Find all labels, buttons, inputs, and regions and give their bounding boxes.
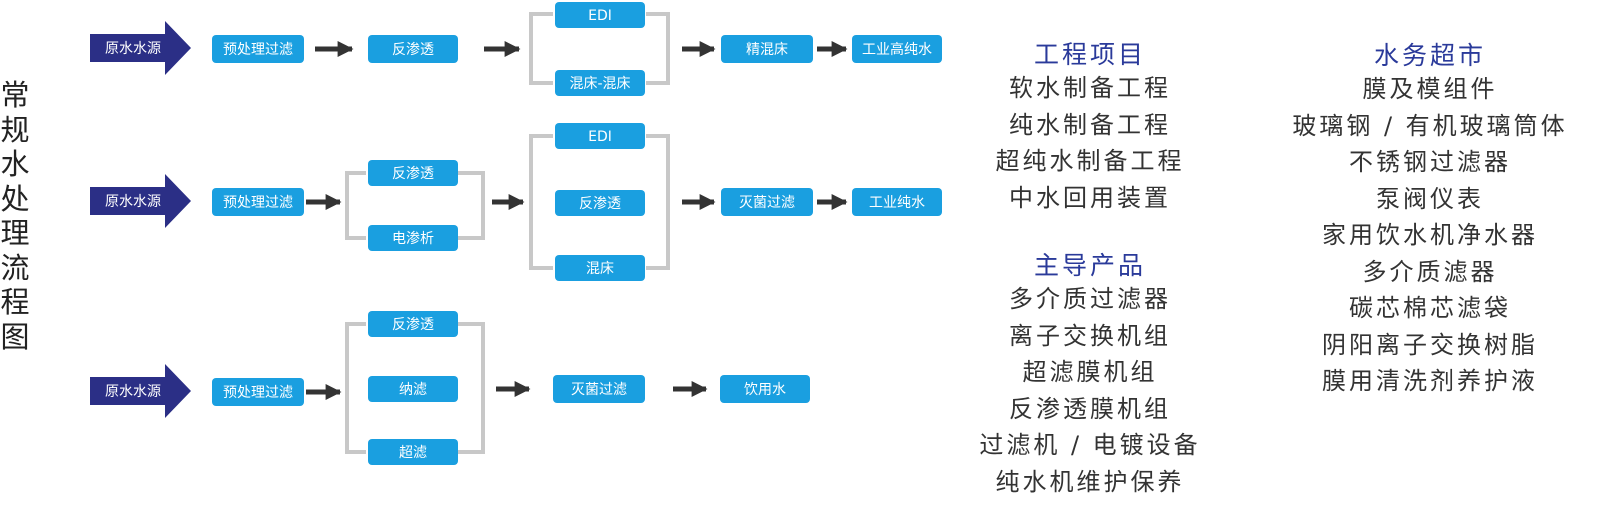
market-item: 膜及模组件 bbox=[1362, 75, 1498, 103]
projects-item: 软水制备工程 bbox=[1009, 74, 1171, 102]
market-item: 家用饮水机净水器 bbox=[1322, 221, 1538, 249]
svg-text:EDI: EDI bbox=[588, 8, 612, 24]
flow3-node-steril: 灭菌过滤 bbox=[553, 375, 645, 403]
flow2-bracket-b bbox=[529, 134, 670, 270]
vertical-title: 常规水处理流程图 bbox=[0, 78, 30, 354]
svg-text:超滤: 超滤 bbox=[399, 445, 427, 461]
flow3-node-uf: 超滤 bbox=[368, 439, 458, 465]
market-item: 玻璃钢 / 有机玻璃筒体 bbox=[1292, 111, 1568, 140]
flow2-source-arrow: 原水水源 bbox=[90, 174, 191, 228]
flow1-node-edi: EDI bbox=[555, 2, 645, 28]
flow3-source-label: 原水水源 bbox=[105, 384, 161, 400]
products-item: 多介质过滤器 bbox=[1009, 285, 1171, 313]
products-item: 纯水机维护保养 bbox=[995, 467, 1185, 496]
flow1-node-output: 工业高纯水 bbox=[852, 35, 942, 63]
svg-text:工业纯水: 工业纯水 bbox=[869, 195, 925, 211]
market-item: 碳芯棉芯滤袋 bbox=[1349, 294, 1511, 322]
flow3-node-ro: 反渗透 bbox=[368, 311, 458, 337]
flow2-node-ro: 反渗透 bbox=[368, 160, 458, 186]
svg-text:预处理过滤: 预处理过滤 bbox=[223, 385, 293, 401]
flow2-source-label: 原水水源 bbox=[105, 194, 161, 210]
flow2-bracket-a bbox=[345, 171, 485, 240]
flow2-node-output: 工业纯水 bbox=[852, 188, 942, 216]
flow2-node-mixbed: 混床 bbox=[555, 255, 645, 281]
products-column: 主导产品 多介质过滤器 离子交换机组 超滤膜机组 反渗透膜机组 过滤机 / 电镀… bbox=[945, 251, 1235, 500]
svg-text:灭菌过滤: 灭菌过滤 bbox=[571, 382, 627, 398]
projects-item: 超纯水制备工程 bbox=[995, 147, 1185, 175]
svg-text:预处理过滤: 预处理过滤 bbox=[223, 42, 293, 58]
market-item: 多介质滤器 bbox=[1362, 257, 1498, 286]
svg-text:预处理过滤: 预处理过滤 bbox=[223, 195, 293, 211]
flow2-node-edi: EDI bbox=[555, 123, 645, 149]
svg-text:混床-混床: 混床-混床 bbox=[569, 76, 630, 92]
projects-item: 纯水制备工程 bbox=[1009, 110, 1171, 139]
flow1-node-pretreat: 预处理过滤 bbox=[212, 35, 304, 63]
projects-column: 工程项目 软水制备工程 纯水制备工程 超纯水制备工程 中水回用装置 bbox=[960, 40, 1220, 216]
flow1-source-label: 原水水源 bbox=[105, 41, 161, 57]
svg-text:工业高纯水: 工业高纯水 bbox=[862, 41, 932, 58]
svg-text:EDI: EDI bbox=[588, 129, 612, 145]
flow2-node-pretreat: 预处理过滤 bbox=[212, 188, 304, 216]
projects-heading: 工程项目 bbox=[1033, 40, 1146, 69]
flow3-source-arrow: 原水水源 bbox=[90, 364, 191, 418]
products-item: 离子交换机组 bbox=[1009, 321, 1171, 350]
svg-text:反渗透: 反渗透 bbox=[392, 42, 434, 58]
svg-text:精混床: 精混床 bbox=[746, 42, 788, 58]
products-heading: 主导产品 bbox=[1033, 251, 1146, 280]
flow1-node-ro: 反渗透 bbox=[368, 35, 458, 63]
flow3-node-pretreat: 预处理过滤 bbox=[212, 378, 304, 406]
svg-text:饮用水: 饮用水 bbox=[744, 382, 786, 398]
flow1-source-arrow: 原水水源 bbox=[90, 21, 191, 75]
flow2-node-ed: 电渗析 bbox=[368, 225, 458, 251]
products-item: 超滤膜机组 bbox=[1022, 358, 1158, 386]
flow1-node-polish: 精混床 bbox=[721, 35, 813, 63]
flow2-node-steril: 灭菌过滤 bbox=[721, 188, 813, 216]
market-column: 水务超市 膜及模组件 玻璃钢 / 有机玻璃筒体 不锈钢过滤器 泵阀仪表 家用饮水… bbox=[1280, 41, 1580, 400]
market-item: 泵阀仪表 bbox=[1376, 184, 1484, 213]
svg-text:电渗析: 电渗析 bbox=[392, 231, 434, 247]
svg-text:纳滤: 纳滤 bbox=[399, 382, 427, 398]
flow3-node-nf: 纳滤 bbox=[368, 376, 458, 402]
market-item: 不锈钢过滤器 bbox=[1349, 148, 1511, 176]
flow1-node-mixbed: 混床-混床 bbox=[555, 70, 645, 96]
market-item: 阴阳离子交换树脂 bbox=[1322, 330, 1538, 359]
market-item: 膜用清洗剂养护液 bbox=[1322, 367, 1538, 395]
products-item: 反渗透膜机组 bbox=[1009, 394, 1171, 423]
flow3-bracket bbox=[345, 322, 485, 454]
svg-text:反渗透: 反渗透 bbox=[392, 166, 434, 182]
svg-text:混床: 混床 bbox=[586, 261, 614, 277]
svg-text:反渗透: 反渗透 bbox=[579, 196, 621, 212]
products-item: 过滤机 / 电镀设备 bbox=[979, 431, 1201, 459]
flow3-node-output: 饮用水 bbox=[720, 375, 810, 403]
flow1-bracket bbox=[529, 12, 670, 85]
svg-text:反渗透: 反渗透 bbox=[392, 317, 434, 333]
svg-text:灭菌过滤: 灭菌过滤 bbox=[739, 195, 795, 211]
flow-diagram: 原水水源 预处理过滤 反渗透 EDI 混床-混床 精混床 工业高纯水 原水水源 … bbox=[90, 2, 942, 465]
market-heading: 水务超市 bbox=[1373, 41, 1486, 70]
flow2-node-ro2: 反渗透 bbox=[555, 190, 645, 216]
projects-item: 中水回用装置 bbox=[1009, 183, 1171, 212]
